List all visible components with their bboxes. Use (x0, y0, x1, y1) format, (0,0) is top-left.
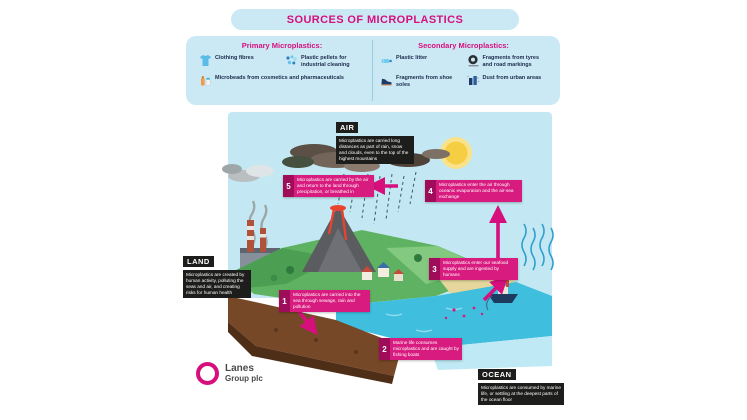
ocean-zone-label: OCEAN Microplastics are consumed by mari… (478, 364, 564, 406)
step-5: 5 Microplastics are carried by the air a… (283, 175, 374, 198)
primary-heading: Primary Microplastics: (241, 41, 323, 50)
title-banner: SOURCES OF MICROPLASTICS (231, 9, 519, 30)
logo-name: Lanes (225, 363, 254, 375)
legend-item-label: Plastic pellets for industrial cleaning (301, 55, 350, 68)
legend-item-dust: Dust from urban areas (466, 74, 548, 89)
air-zone-label: AIR Microplastics are carried long dista… (336, 117, 414, 165)
air-tag: AIR (336, 122, 359, 133)
legend-item-pellets: Plastic pellets for industrial cleaning (285, 54, 365, 69)
cosmetics-icon (199, 74, 212, 87)
ocean-description: Microplastics are consumed by marine lif… (478, 383, 564, 406)
step-4-text: Microplastics enter the air through ocea… (436, 180, 522, 203)
land-zone-label: LAND Microplastics are created by human … (183, 251, 251, 299)
legend-item-label: Plastic litter (396, 55, 428, 61)
step-1: 1 Microplastics are carried into the sea… (279, 290, 370, 313)
volcano-icon (302, 205, 376, 272)
arrow-to-step-3 (482, 275, 509, 302)
clouds-left-icon (222, 164, 274, 182)
shoe-icon (380, 74, 393, 87)
legend-item-clothing: Clothing fibres (199, 54, 279, 69)
air-description: Microplastics are carried long distances… (336, 136, 414, 165)
houses-icon (361, 262, 404, 281)
step-2: 2 Marine life consumes microplastics and… (379, 338, 462, 361)
legend-item-label: Fragments from tyres and road markings (482, 55, 540, 68)
step-1-number: 1 (279, 290, 290, 313)
legend-item-tyres: Fragments from tyres and road markings (467, 54, 548, 69)
step-3-number: 3 (429, 258, 440, 281)
legend-item-litter: Plastic litter (380, 54, 461, 69)
primary-microplastics-panel: Primary Microplastics: Clothing fibres P… (192, 40, 373, 101)
soil (228, 296, 402, 384)
land-description: Microplastics are created by human activ… (183, 270, 251, 299)
microplastics-legend: Primary Microplastics: Clothing fibres P… (186, 36, 560, 105)
step-3-text: Microplastics enter our seafood supply a… (440, 258, 518, 281)
land-tag: LAND (183, 256, 214, 267)
ocean-tag: OCEAN (478, 369, 516, 380)
legend-item-shoes: Fragments from shoe soles (380, 74, 461, 89)
step-4-number: 4 (425, 180, 436, 203)
sun-icon (440, 137, 472, 169)
logo-suffix: Group plc (225, 373, 263, 383)
step-1-text: Microplastics are carried into the sea t… (290, 290, 370, 313)
secondary-heading: Secondary Microplastics: (418, 41, 509, 50)
dust-icon (466, 74, 480, 87)
arrow-step-1-down (296, 308, 318, 336)
step-4: 4 Microplastics enter the air through oc… (425, 180, 522, 203)
legend-item-label: Dust from urban areas (482, 74, 542, 81)
clothing-icon (199, 54, 212, 67)
step-2-text: Marine life consumes microplastics and a… (390, 338, 462, 361)
page-title: SOURCES OF MICROPLASTICS (286, 13, 464, 26)
pellets-icon (285, 54, 298, 67)
tyre-icon (467, 54, 480, 67)
lanes-group-logo: Lanes Group plc (196, 362, 263, 385)
microplastic-dots (444, 306, 484, 320)
step-2-number: 2 (379, 338, 390, 361)
step-3: 3 Microplastics enter our seafood supply… (429, 258, 518, 281)
litter-icon (380, 54, 393, 67)
legend-item-label: Clothing fibres (215, 55, 254, 61)
logo-ring-icon (196, 362, 219, 385)
step-5-number: 5 (283, 175, 294, 198)
legend-item-label: Microbeads from cosmetics and pharmaceut… (215, 74, 344, 81)
secondary-microplastics-panel: Secondary Microplastics: Plastic litter … (373, 40, 554, 101)
legend-item-label: Fragments from shoe soles (396, 74, 453, 88)
evaporation-waves (521, 223, 554, 271)
legend-item-microbeads: Microbeads from cosmetics and pharmaceut… (199, 74, 359, 87)
step-5-text: Microplastics are carried by the air and… (294, 175, 374, 198)
